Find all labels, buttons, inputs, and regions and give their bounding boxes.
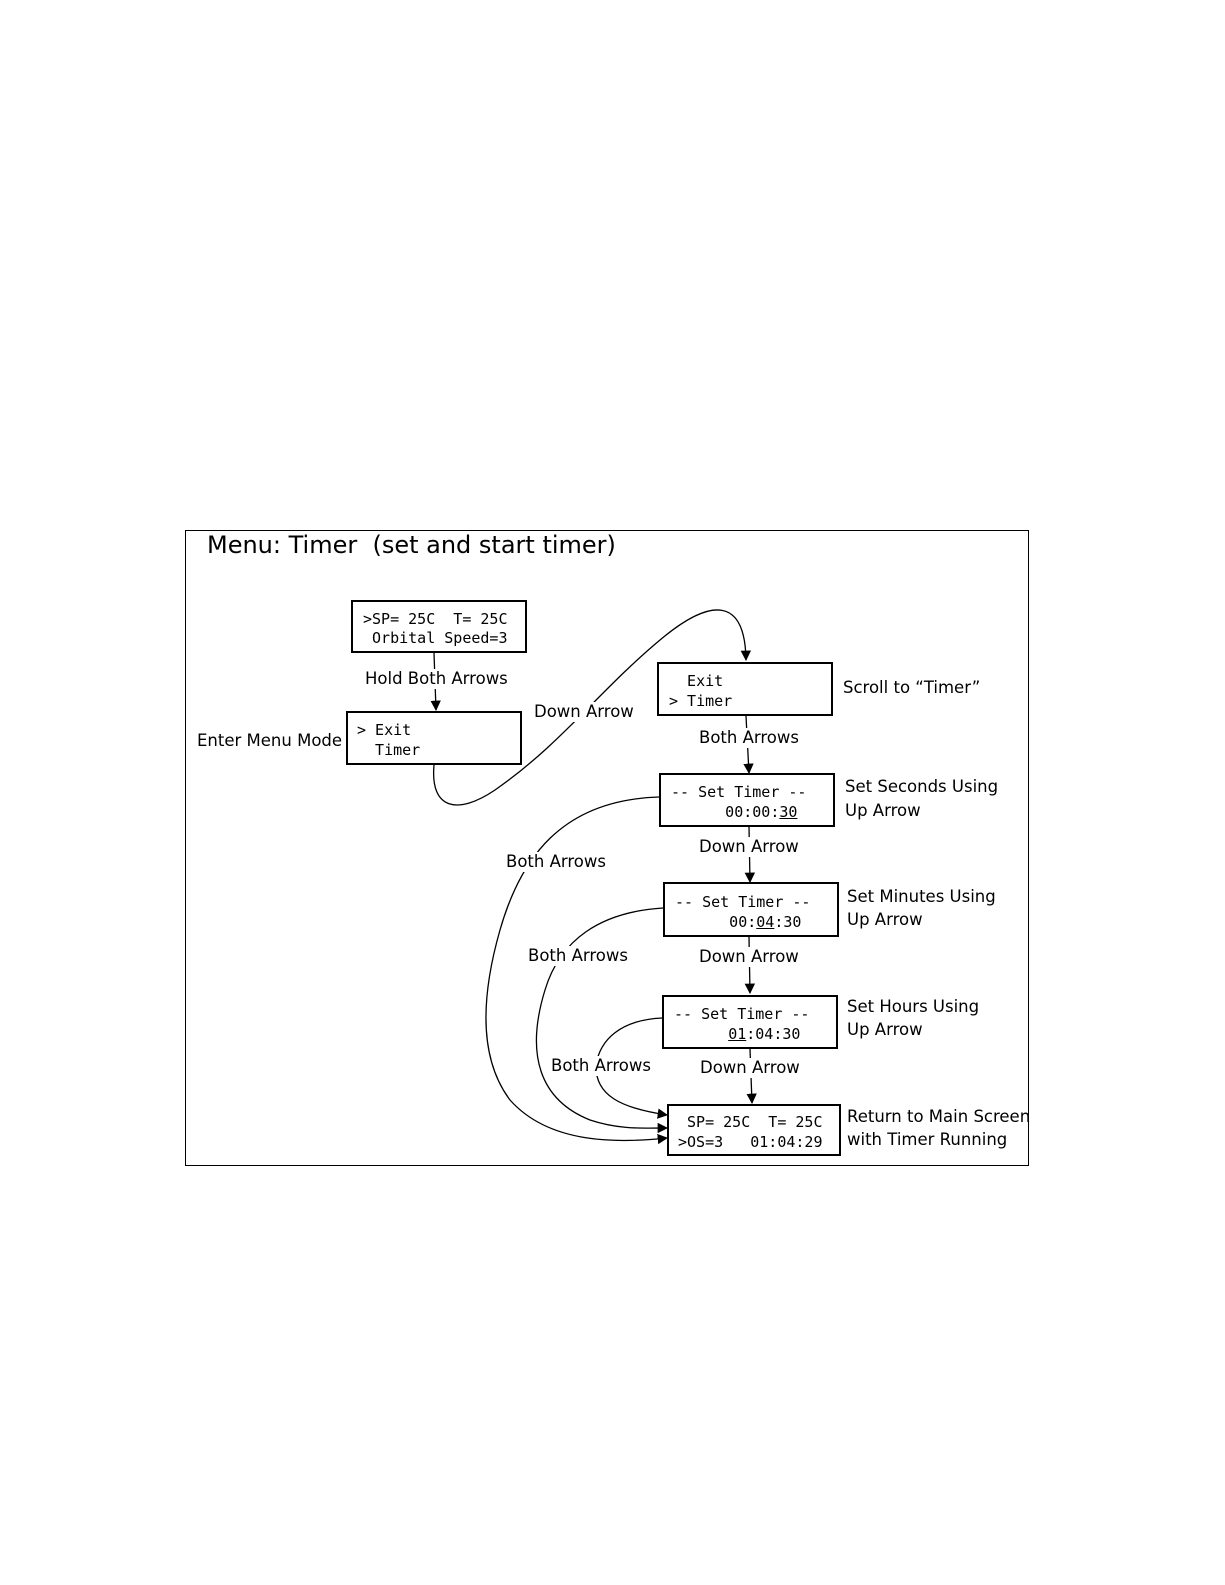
- time-prefix: 00:: [675, 913, 757, 931]
- lcd-line-2: 00:00:30: [671, 802, 797, 822]
- diagram-frame: [185, 530, 1029, 1166]
- label-set-minutes-1: Set Minutes Using: [847, 887, 996, 906]
- lcd-line-1: Exit: [669, 672, 724, 690]
- arrow-seconds-return: [485, 796, 669, 1145]
- lcd-line-1: -- Set Timer --: [675, 893, 811, 911]
- lcd-main-start: >SP= 25C T= 25C Orbital Speed=3: [351, 600, 527, 653]
- page-title: Menu: Timer (set and start timer): [207, 531, 616, 559]
- lcd-main-running: SP= 25C T= 25C >OS=3 01:04:29: [667, 1104, 841, 1156]
- lcd-menu-timer: Exit > Timer: [657, 662, 833, 716]
- label-down-arrow-2: Down Arrow: [697, 837, 801, 857]
- time-minutes-underlined: 04: [756, 913, 775, 931]
- lcd-line-1: >SP= 25C T= 25C: [363, 610, 508, 628]
- lcd-set-seconds: -- Set Timer -- 00:00:30: [659, 773, 835, 827]
- lcd-line-2: Timer: [357, 741, 421, 759]
- label-both-arrows-2: Both Arrows: [504, 852, 608, 872]
- label-both-arrows-3: Both Arrows: [526, 946, 630, 966]
- lcd-line-1: -- Set Timer --: [671, 783, 807, 801]
- lcd-set-minutes: -- Set Timer -- 00:04:30: [663, 882, 839, 937]
- label-set-minutes-2: Up Arrow: [847, 910, 923, 929]
- lcd-line-2: 00:04:30: [675, 912, 801, 932]
- label-set-seconds-1: Set Seconds Using: [845, 777, 999, 796]
- label-down-arrow-3: Down Arrow: [697, 947, 801, 967]
- time-prefix: 00:00:: [671, 803, 780, 821]
- label-hold-both-arrows: Hold Both Arrows: [363, 669, 510, 689]
- lcd-set-hours: -- Set Timer -- 01:04:30: [662, 995, 838, 1049]
- label-enter-menu-mode: Enter Menu Mode: [197, 731, 343, 750]
- lcd-line-1: SP= 25C T= 25C: [678, 1113, 823, 1131]
- time-suffix: :04:30: [746, 1025, 801, 1043]
- lcd-line-1: -- Set Timer --: [674, 1005, 810, 1023]
- label-set-hours-1: Set Hours Using: [847, 997, 980, 1016]
- label-return-1: Return to Main Screen: [847, 1107, 1031, 1126]
- label-both-arrows-4: Both Arrows: [549, 1056, 653, 1076]
- label-scroll-to-timer: Scroll to “Timer”: [843, 678, 981, 697]
- arrow-minutes-return: [535, 907, 669, 1134]
- lcd-line-1: > Exit: [357, 721, 412, 739]
- time-prefix: [674, 1025, 728, 1043]
- label-set-seconds-2: Up Arrow: [845, 801, 921, 820]
- label-down-arrow-1: Down Arrow: [532, 702, 636, 722]
- lcd-menu-exit: > Exit Timer: [346, 711, 522, 765]
- time-hours-underlined: 01: [728, 1025, 747, 1043]
- lcd-line-2: Orbital Speed=3: [363, 629, 508, 647]
- label-both-arrows-1: Both Arrows: [697, 728, 801, 748]
- time-suffix: :30: [774, 913, 802, 931]
- label-return-2: with Timer Running: [847, 1130, 1008, 1149]
- lcd-line-2: > Timer: [669, 692, 733, 710]
- label-set-hours-2: Up Arrow: [847, 1020, 923, 1039]
- label-down-arrow-4: Down Arrow: [698, 1058, 802, 1078]
- lcd-line-2: >OS=3 01:04:29: [678, 1133, 823, 1151]
- lcd-line-2: 01:04:30: [674, 1024, 800, 1044]
- time-seconds-underlined: 30: [779, 803, 798, 821]
